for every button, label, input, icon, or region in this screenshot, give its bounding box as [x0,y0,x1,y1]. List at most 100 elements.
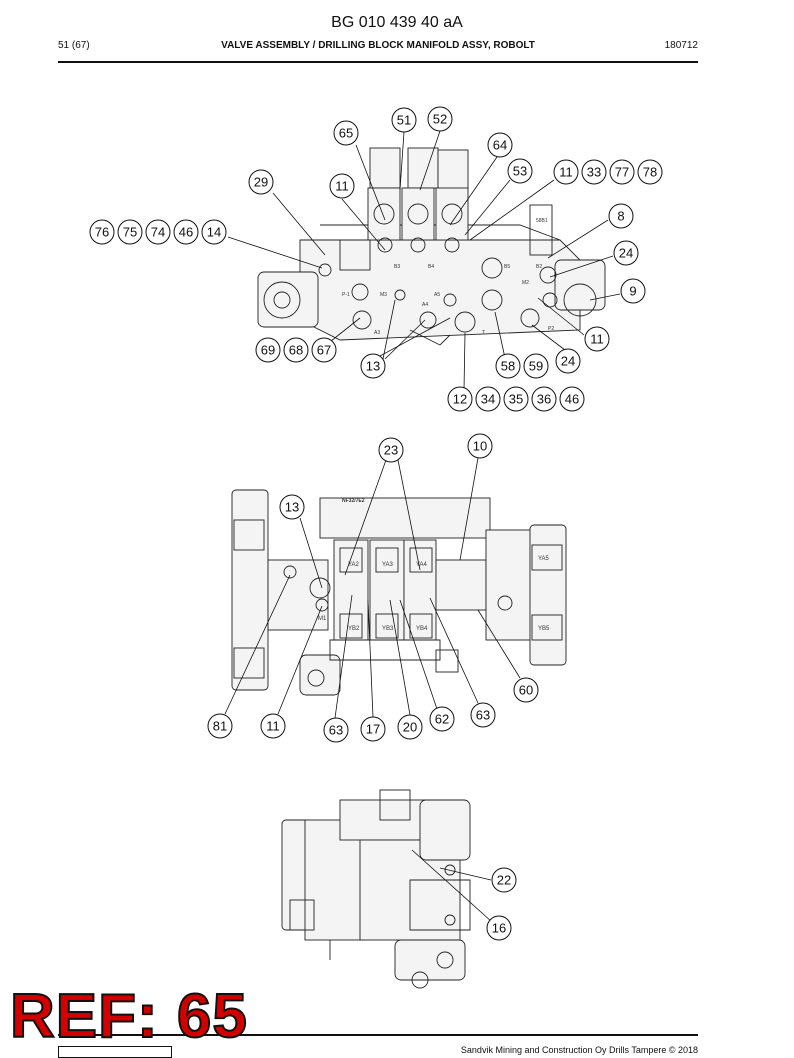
page-number: 51 (67) [58,40,90,51]
callout-60: 60 [513,677,539,703]
svg-text:20: 20 [403,720,417,735]
svg-text:8: 8 [617,209,624,224]
marking-yb3: YB3 [382,626,394,632]
callout-11-mid: 11 [260,713,286,739]
svg-text:33: 33 [587,165,601,180]
callout-59: 59 [523,353,549,379]
callout-78: 78 [637,159,663,185]
callout-65: 65 [333,120,359,146]
callout-77: 77 [609,159,635,185]
callout-35: 35 [503,386,529,412]
svg-text:17: 17 [366,722,380,737]
svg-text:10: 10 [473,439,487,454]
callout-11-right: 11 [584,326,610,352]
marking-m1: M1 [318,616,327,622]
marking-b5: B5 [504,264,510,270]
view1-manifold-art [257,147,606,346]
svg-text:75: 75 [123,225,137,240]
svg-text:13: 13 [366,359,380,374]
document-code: BG 010 439 40 aA [331,14,463,31]
callout-51: 51 [391,107,417,133]
callout-10: 10 [467,433,493,459]
svg-text:46: 46 [179,225,193,240]
callout-13-top: 13 [360,353,386,379]
svg-text:16: 16 [492,921,506,936]
marking-p2: P2 [548,326,554,332]
view2-part-markings: NF32/7E2 YA2 YA3 YA4 YB2 YB3 YB4 YA5 YB5… [318,498,550,632]
callout-36: 36 [531,386,557,412]
marking-m3: M3 [380,292,387,298]
svg-text:11: 11 [590,332,604,347]
svg-text:29: 29 [254,175,268,190]
marking-yb4: YB4 [416,626,428,632]
document-date: 180712 [664,40,698,51]
marking-a5: A5 [434,292,440,298]
callout-63-left: 63 [323,717,349,743]
svg-text:13: 13 [285,500,299,515]
svg-text:58: 58 [501,359,515,374]
marking-ya5: YA5 [538,556,550,562]
svg-text:60: 60 [519,683,533,698]
marking-b3: B3 [394,264,400,270]
callout-46-bottom: 46 [559,386,585,412]
svg-text:63: 63 [329,723,343,738]
svg-text:24: 24 [561,354,575,369]
ref-stamp: REF: 65 [9,982,248,1051]
callout-11-top: 11 [553,159,579,185]
callout-68: 68 [283,337,309,363]
callout-17: 17 [360,716,386,742]
svg-text:52: 52 [433,112,447,127]
svg-text:35: 35 [509,392,523,407]
callout-62: 62 [429,706,455,732]
marking-yb5: YB5 [538,626,550,632]
marking-ya3: YA3 [382,562,394,568]
view3-callouts: 22 16 [486,867,517,941]
callout-64: 64 [487,132,513,158]
callout-46-left: 46 [173,219,199,245]
svg-text:11: 11 [559,165,573,180]
svg-text:68: 68 [289,343,303,358]
view2-leader-lines [224,457,521,719]
callout-74: 74 [145,219,171,245]
callout-81: 81 [207,713,233,739]
svg-text:12: 12 [453,392,467,407]
footer-rule [58,1034,698,1036]
marking-ya2: YA2 [348,562,360,568]
svg-text:63: 63 [476,708,490,723]
callout-9: 9 [620,278,646,304]
marking-a3: A3 [374,330,380,336]
callout-53: 53 [507,158,533,184]
marking-a4: A4 [422,302,428,308]
callout-24-bottom: 24 [555,348,581,374]
svg-text:77: 77 [615,165,629,180]
svg-text:69: 69 [261,343,275,358]
callout-67: 67 [311,337,337,363]
header-rule [58,61,698,63]
callout-33: 33 [581,159,607,185]
callout-24-top: 24 [613,240,639,266]
svg-text:76: 76 [95,225,109,240]
callout-12: 12 [447,386,473,412]
marking-yb2: YB2 [348,626,360,632]
callout-20: 20 [397,714,423,740]
footer-copyright: Sandvik Mining and Construction Oy Drill… [460,1045,698,1055]
marking-t: T [482,330,485,336]
callout-23: 23 [378,437,404,463]
svg-text:53: 53 [513,164,527,179]
callout-22: 22 [491,867,517,893]
marking-b2: B2 [536,264,542,270]
callout-29: 29 [248,169,274,195]
svg-text:11: 11 [335,179,349,194]
svg-text:46: 46 [565,392,579,407]
callout-58: 58 [495,353,521,379]
svg-text:67: 67 [317,343,331,358]
svg-text:36: 36 [537,392,551,407]
callout-14: 14 [201,219,227,245]
marking-nr: NF32/7E2 [342,498,365,504]
callout-16: 16 [486,915,512,941]
view2-manifold-art [231,489,567,696]
marking-58b1: 58B1 [536,218,548,224]
svg-text:34: 34 [481,392,495,407]
svg-text:11: 11 [266,719,280,734]
